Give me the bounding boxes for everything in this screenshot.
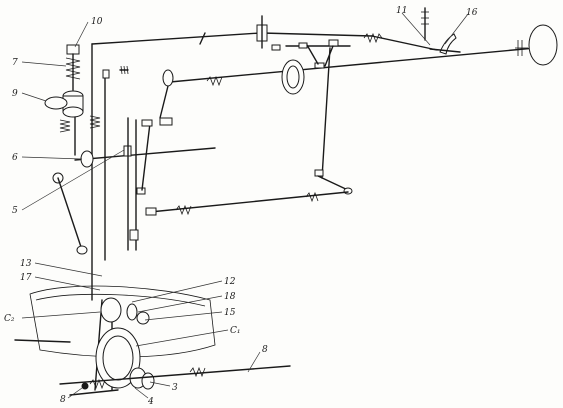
top-main-shaft bbox=[91, 32, 536, 83]
label-18: 18 bbox=[224, 292, 236, 302]
label-9: 9 bbox=[12, 89, 18, 99]
label-6: 6 bbox=[12, 153, 18, 163]
spring-7 bbox=[65, 44, 81, 91]
label-c2: C₂ bbox=[4, 314, 15, 324]
part-labels: 10 7 9 6 5 11 16 13 17 12 18 15 C₂ C₁ 8 … bbox=[4, 6, 478, 407]
lower-gearing bbox=[14, 297, 291, 396]
label-5: 5 bbox=[12, 206, 18, 216]
label-13: 13 bbox=[20, 259, 32, 269]
cylinder-9 bbox=[44, 90, 101, 156]
right-vertical-rod bbox=[314, 47, 353, 195]
top-cam-lever bbox=[256, 7, 461, 55]
needle-column bbox=[91, 43, 129, 301]
label-12: 12 bbox=[224, 277, 236, 287]
top-disc bbox=[281, 59, 305, 95]
label-8-left: 8 bbox=[60, 395, 66, 405]
label-4: 4 bbox=[147, 397, 154, 407]
top-couplings bbox=[271, 39, 339, 69]
label-11: 11 bbox=[396, 6, 407, 16]
middle-shaft bbox=[145, 191, 349, 216]
lever-5 bbox=[52, 117, 173, 255]
label-15: 15 bbox=[224, 308, 236, 318]
top-springs bbox=[206, 32, 383, 87]
machine-bed bbox=[29, 285, 216, 358]
label-7: 7 bbox=[12, 58, 18, 68]
label-8-right: 8 bbox=[262, 345, 268, 355]
upper-eccentric bbox=[159, 69, 174, 119]
label-3: 3 bbox=[172, 383, 178, 393]
label-16: 16 bbox=[466, 8, 478, 18]
label-17: 17 bbox=[20, 273, 32, 283]
leader-lines bbox=[21, 12, 469, 399]
label-10: 10 bbox=[91, 17, 103, 27]
label-c1: C₁ bbox=[230, 326, 241, 336]
hand-wheel bbox=[515, 24, 558, 66]
